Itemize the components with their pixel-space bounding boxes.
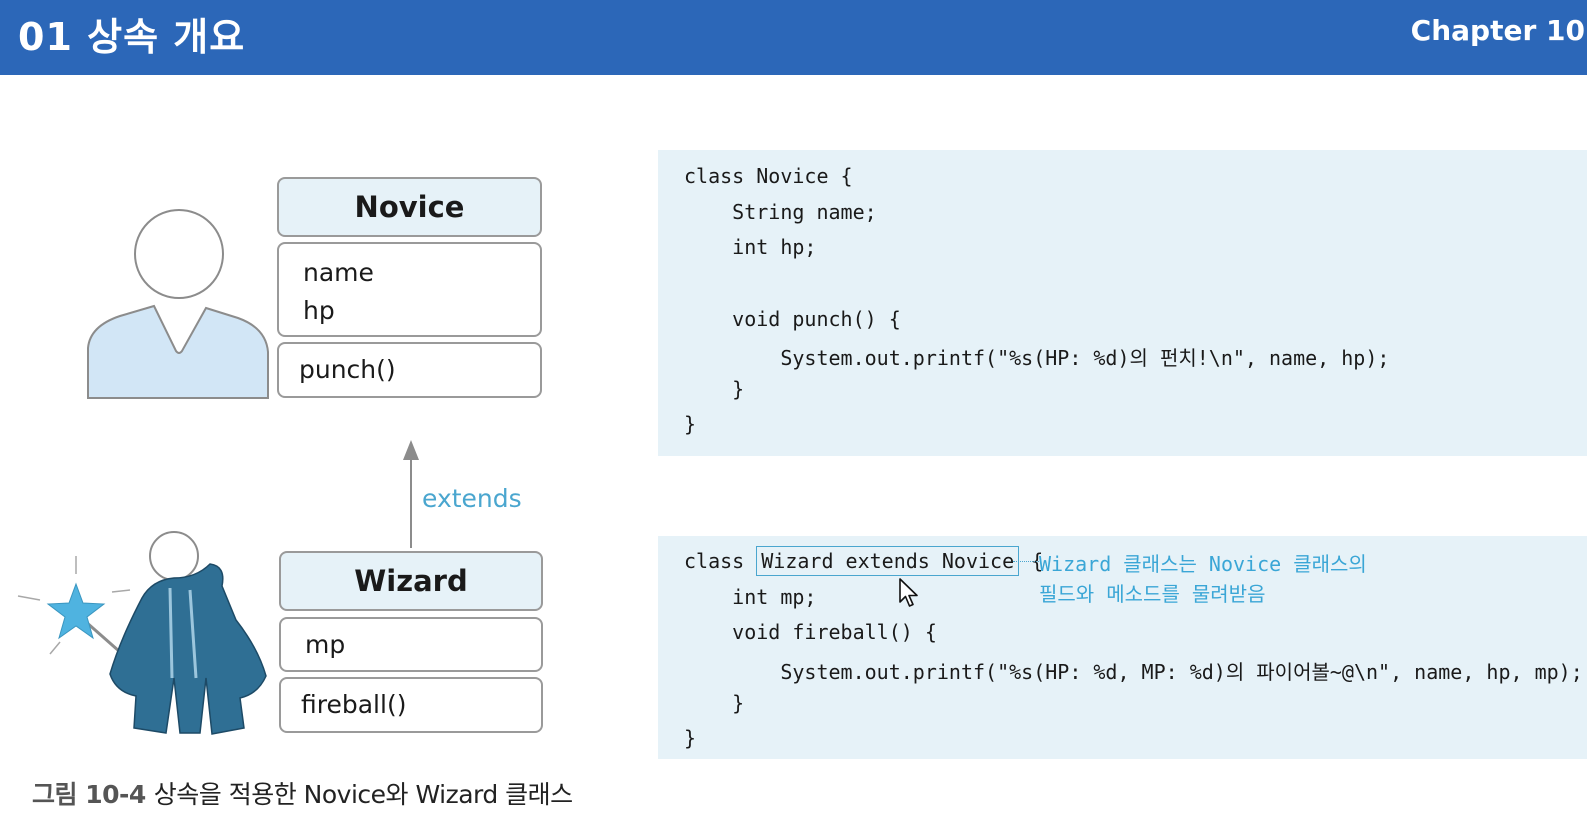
code-line: int mp;: [684, 585, 817, 609]
wizard-code-panel: class Wizard extends Novice { int mp; vo…: [658, 536, 1587, 759]
code-line: }: [684, 691, 745, 715]
wizard-person-icon: [17, 531, 267, 735]
wizard-class-name: Wizard: [279, 551, 543, 611]
code-line: System.out.printf("%s(HP: %d)의 펀치!\n", n…: [684, 346, 1390, 370]
wizard-method-fireball: fireball(): [301, 690, 407, 719]
novice-person-icon: [87, 209, 269, 399]
code-line: void punch() {: [684, 307, 901, 331]
figure-number: 그림 10-4: [32, 780, 146, 809]
code-keyword-class: class: [684, 549, 757, 573]
inheritance-arrow-icon: [403, 440, 419, 548]
mouse-cursor-icon: [899, 578, 918, 607]
code-line: }: [684, 726, 697, 750]
code-line-class-declaration: class Wizard extends Novice {: [684, 546, 1043, 576]
code-line: class Novice {: [684, 164, 853, 188]
code-line: String name;: [684, 200, 877, 224]
novice-code-panel: class Novice { String name; int hp; void…: [658, 150, 1587, 456]
extends-highlight-box: Wizard extends Novice: [756, 546, 1020, 576]
code-line: void fireball() {: [684, 620, 937, 644]
annotation-leader-line: [1013, 561, 1039, 562]
wizard-field-mp: mp: [305, 630, 346, 659]
novice-class-name: Novice: [277, 177, 542, 237]
magic-star-icon: [46, 582, 106, 640]
section-title: 01 상속 개요: [18, 15, 246, 59]
novice-method-punch: punch(): [299, 355, 396, 384]
figure-caption-text: 상속을 적용한 Novice와 Wizard 클래스: [153, 780, 573, 809]
code-line: }: [684, 377, 745, 401]
code-line: int hp;: [684, 235, 817, 259]
code-line: System.out.printf("%s(HP: %d, MP: %d)의 파…: [684, 660, 1583, 684]
wizard-methods-box: fireball(): [279, 677, 543, 733]
novice-methods-box: punch(): [277, 342, 542, 398]
extends-label: extends: [422, 484, 522, 513]
code-line: }: [684, 412, 697, 436]
chapter-label: Chapter 10: [1410, 14, 1585, 47]
novice-field-hp: hp: [303, 296, 335, 325]
novice-fields-box: name hp: [277, 242, 542, 337]
annotation-line-2: 필드와 메소드를 물려받음: [1039, 582, 1266, 606]
annotation-line-1: Wizard 클래스는 Novice 클래스의: [1039, 552, 1367, 576]
header-bar: 01 상속 개요 Chapter 10: [0, 0, 1587, 75]
wizard-fields-box: mp: [279, 617, 543, 672]
novice-field-name: name: [303, 258, 374, 287]
